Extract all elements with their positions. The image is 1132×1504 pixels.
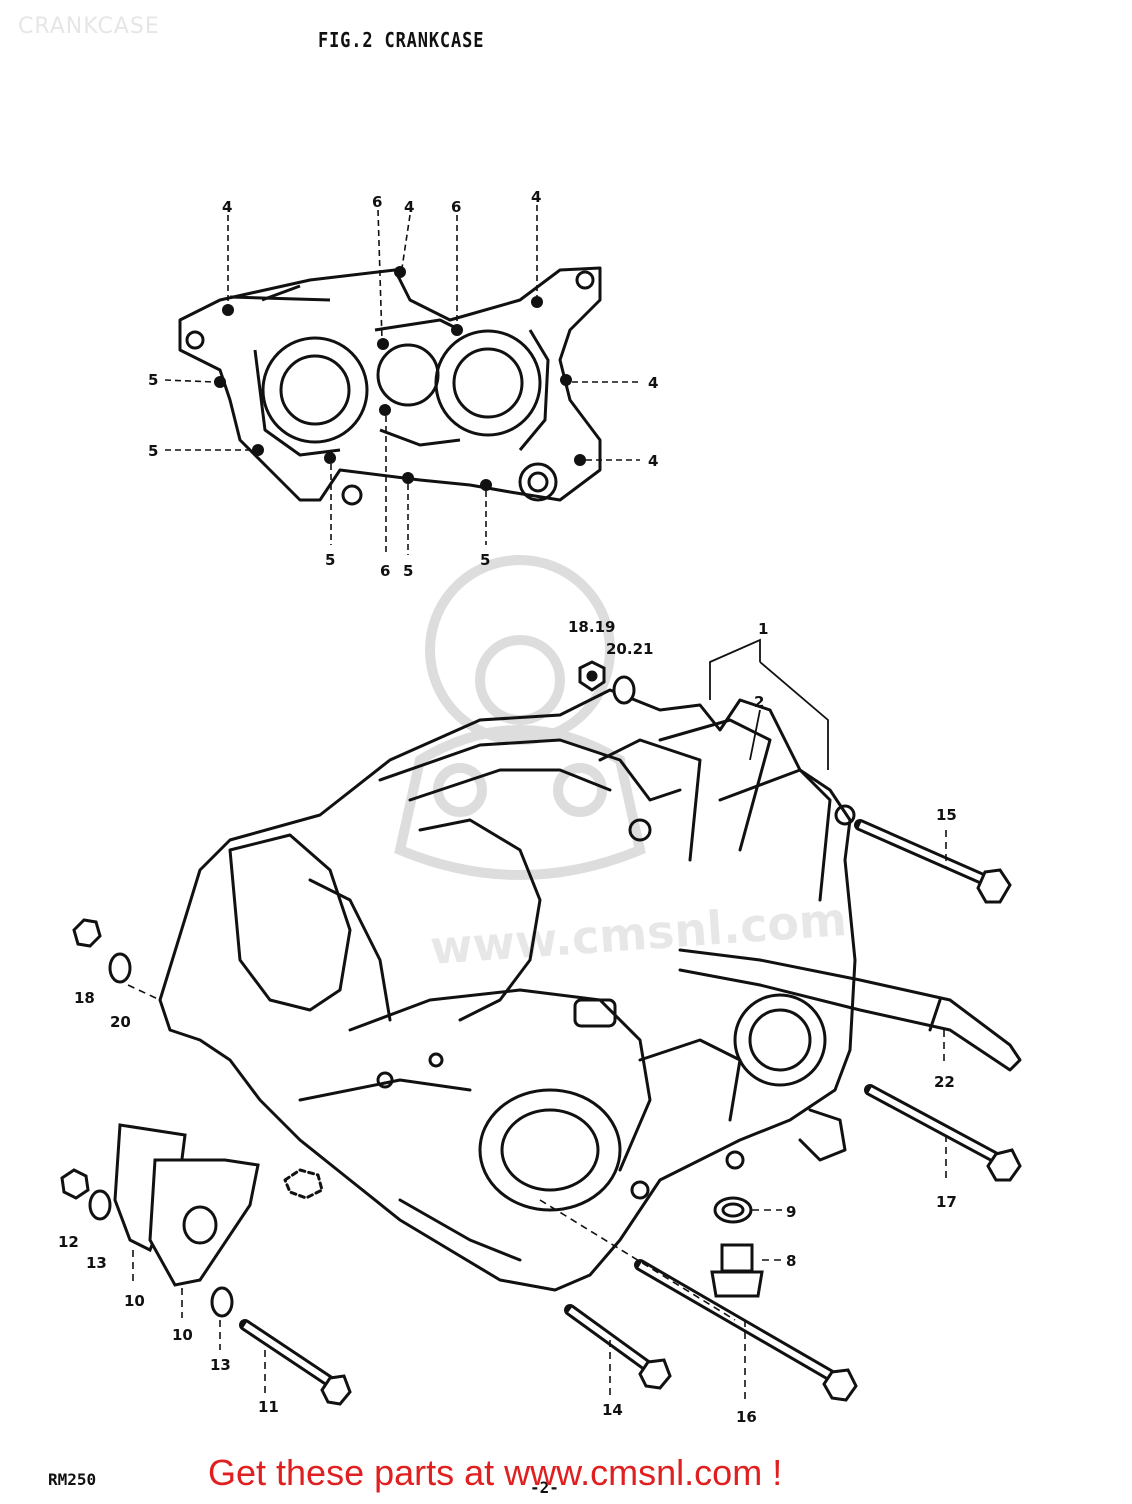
callout-label: 5: [148, 442, 158, 460]
figure-title: FIG.2 CRANKCASE: [318, 28, 485, 52]
callout-label: 18: [74, 989, 95, 1007]
callout-label: 8: [786, 1252, 796, 1270]
assembly-callouts: 18.19 20.21 1 2 15 18 20 22 17 9 8 12 13…: [58, 618, 957, 1426]
callout-label: 15: [936, 806, 957, 824]
callout-label: 18.19: [568, 618, 615, 636]
callout-label: 13: [86, 1254, 107, 1272]
callout-label: 12: [58, 1233, 79, 1251]
callout-label: 4: [404, 198, 414, 216]
crankcase-gasket-view: [178, 266, 602, 506]
callout-label: 1: [758, 620, 768, 638]
callout-label: 5: [403, 562, 413, 580]
callout-label: 20.21: [606, 640, 653, 658]
callout-label: 9: [786, 1203, 796, 1221]
assembly-hardware: [60, 660, 1022, 1406]
callout-label: 11: [258, 1398, 279, 1416]
callout-label: 10: [172, 1326, 193, 1344]
crankcase-assembly: [158, 688, 1022, 1292]
callout-label: 14: [602, 1401, 623, 1419]
callout-label: 5: [148, 371, 158, 389]
gasket-bolt-holes: [214, 266, 586, 491]
callout-label: 16: [736, 1408, 757, 1426]
callout-label: 4: [648, 452, 658, 470]
callout-label: 4: [531, 188, 541, 206]
callout-label: 5: [325, 551, 335, 569]
promo-link[interactable]: Get these parts at www.cmsnl.com !: [208, 1452, 783, 1493]
assembly-leader-lines: [127, 830, 947, 1400]
callout-label: 6: [451, 198, 461, 216]
gasket-leader-lines: [164, 205, 640, 555]
callout-label: 2: [754, 693, 764, 711]
callout-label: 6: [372, 193, 382, 211]
callout-label: 6: [380, 562, 390, 580]
callout-label: 13: [210, 1356, 231, 1374]
page-label: CRANKCASE: [18, 14, 160, 39]
gasket-callouts: 4 6 4 6 4 5 4 5 4 5 6 5 5: [148, 188, 658, 580]
callout-label: 10: [124, 1292, 145, 1310]
model-code: RM250: [48, 1470, 97, 1489]
callout-label: 5: [480, 551, 490, 569]
page-number: -2-: [530, 1478, 559, 1497]
callout-label: 17: [936, 1193, 957, 1211]
callout-label: 20: [110, 1013, 131, 1031]
bracket-lines: [709, 638, 829, 770]
callout-label: 4: [222, 198, 232, 216]
watermark-logo: [394, 555, 646, 880]
callout-label: 22: [934, 1073, 955, 1091]
callout-label: 4: [648, 374, 658, 392]
